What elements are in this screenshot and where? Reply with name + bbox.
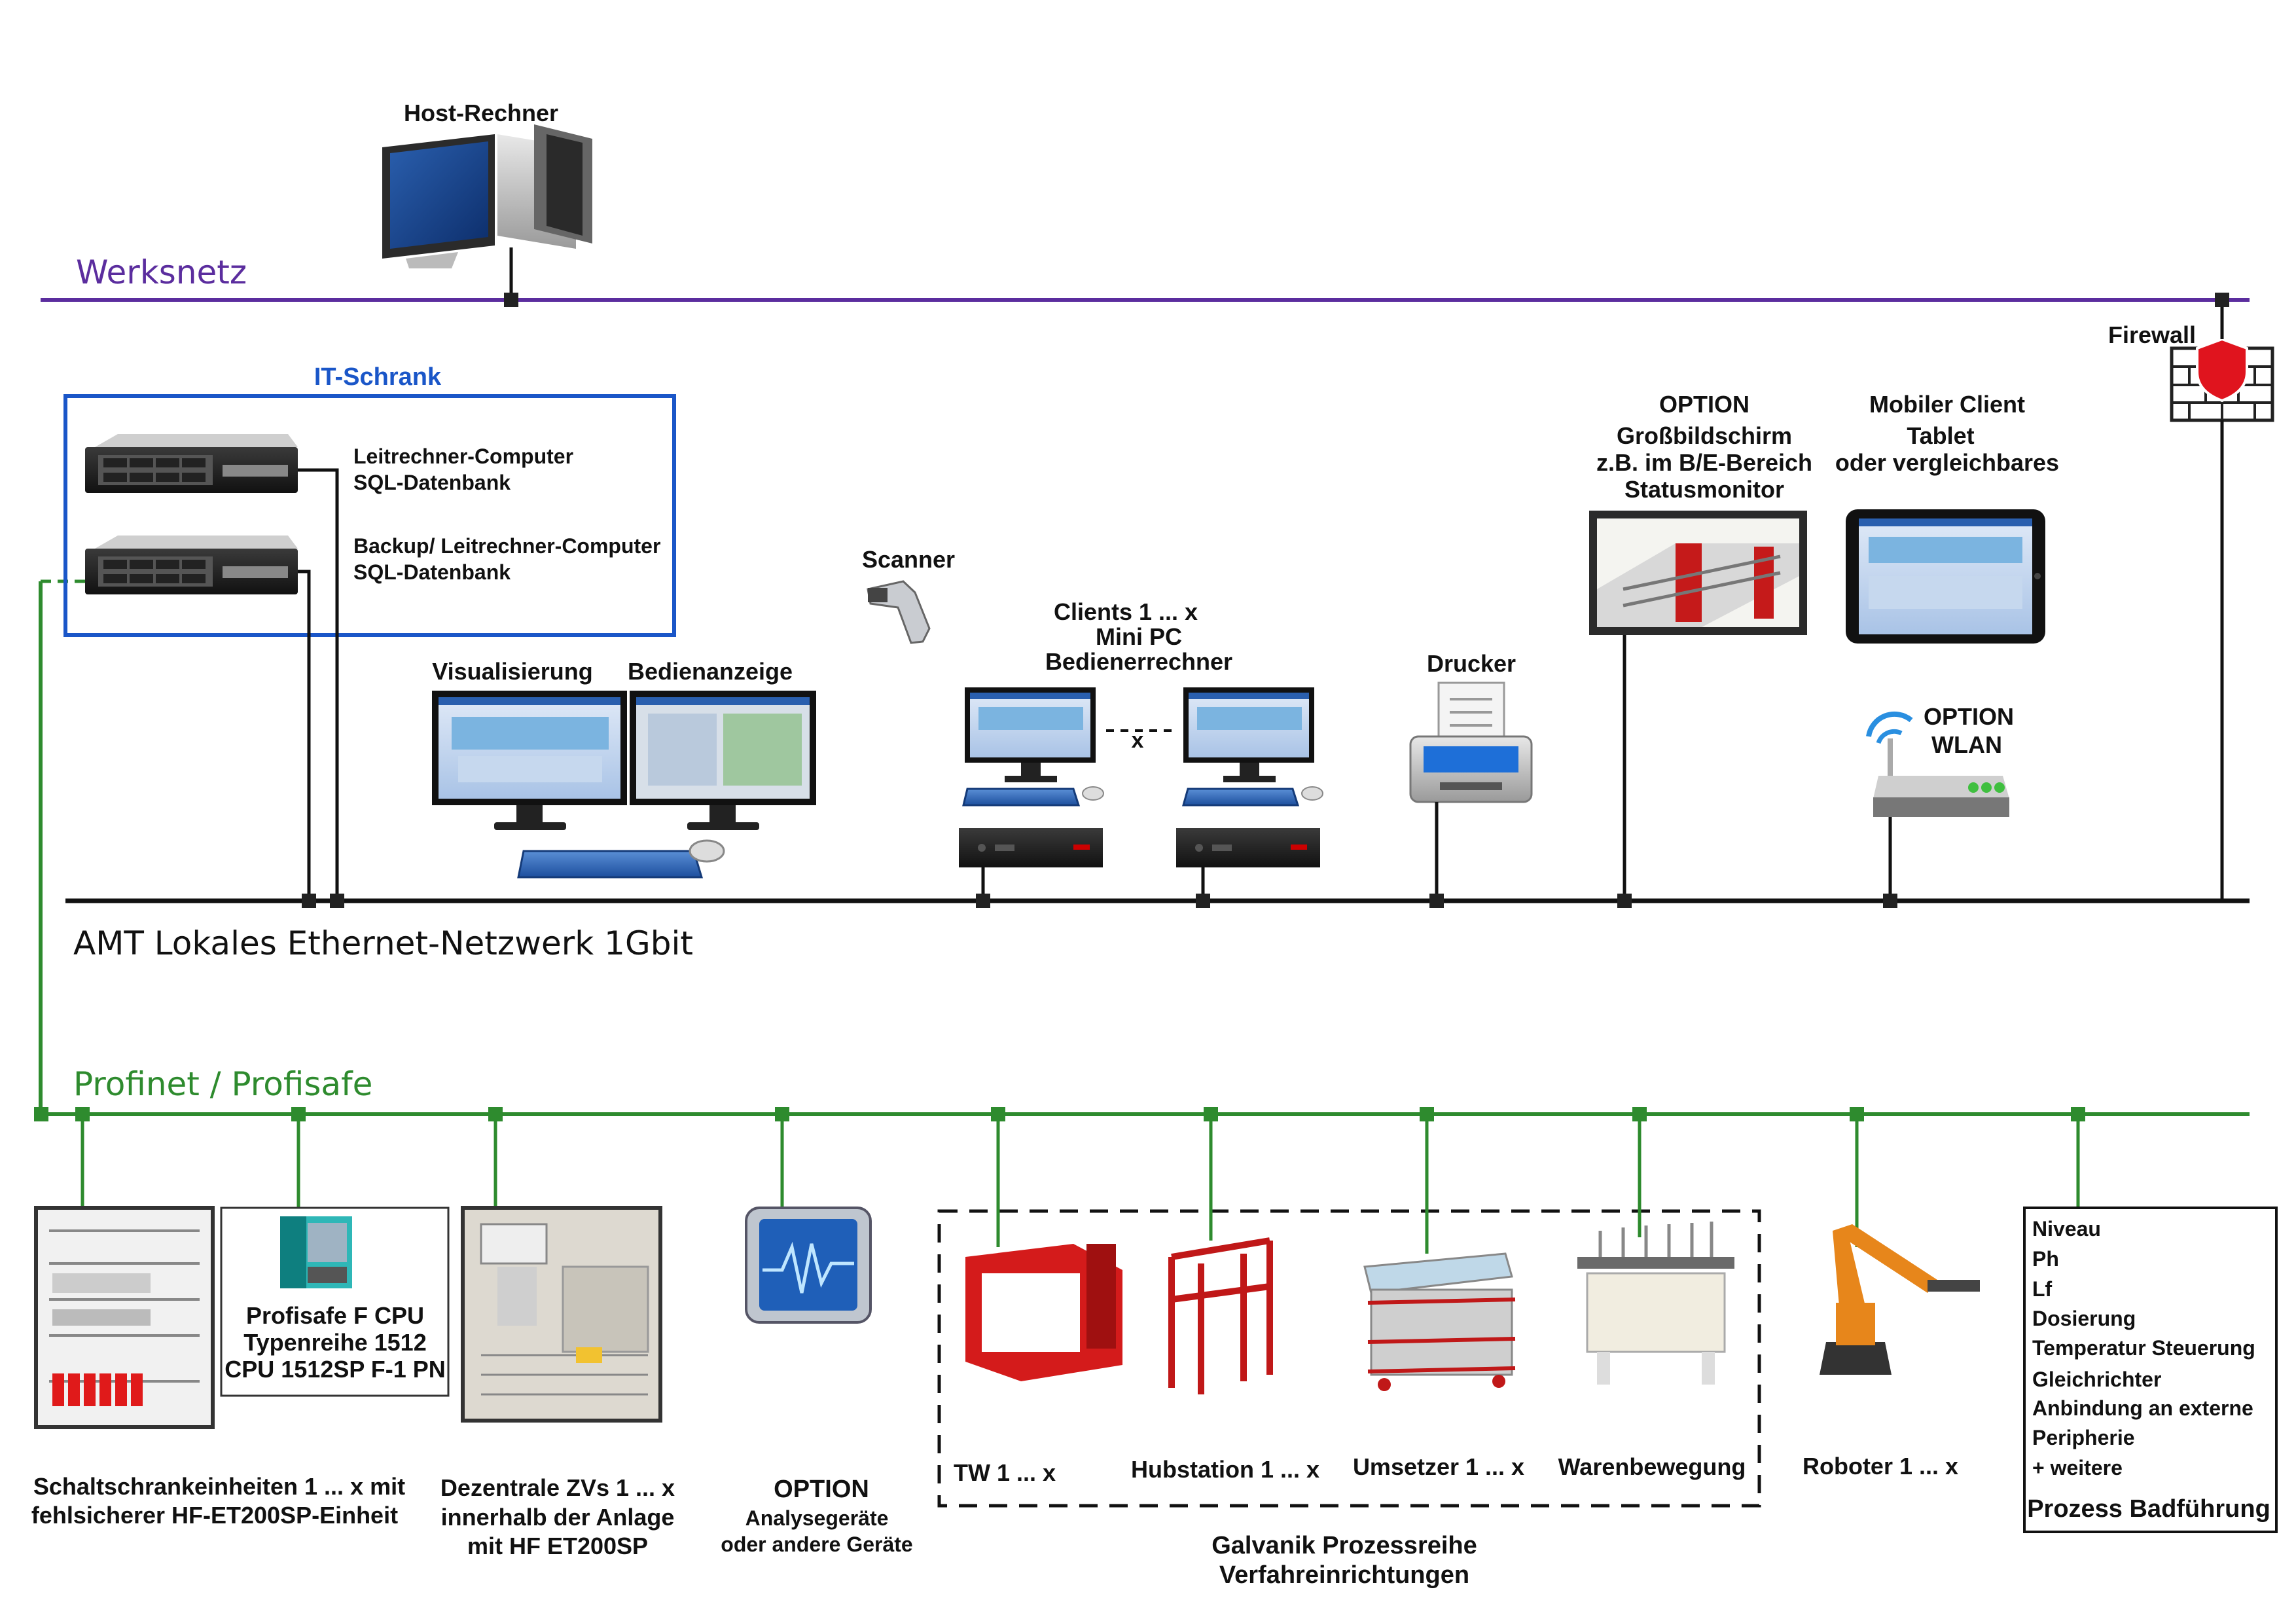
bigscreen-line3: z.B. im B/E-Bereich (1596, 449, 1812, 476)
clients-line2: Mini PC (1096, 623, 1182, 650)
visualisierung-workstation: Visualisierung Bedienanzeige (432, 658, 816, 879)
host-label: Host-Rechner (404, 100, 558, 126)
dezentral-line3: mit HF ET200SP (467, 1533, 648, 1559)
shield-icon (2196, 337, 2248, 403)
prozess-item-1: Ph (2032, 1247, 2059, 1271)
prozess-item-6: Anbindung an externe (2032, 1396, 2253, 1420)
prozess-box (2023, 1207, 2278, 1533)
ethernet-label: AMT Lokales Ethernet-Netzwerk 1Gbit (73, 924, 693, 962)
firewall: Firewall (2108, 293, 2274, 901)
bigscreen-line4: Statusmonitor (1624, 476, 1784, 503)
prozess-item-8: + weitere (2032, 1456, 2123, 1480)
server1-line2: SQL-Datenbank (353, 471, 511, 494)
tw-device: TW 1 ... x (954, 1107, 1122, 1486)
wlan-router: OPTION WLAN (1866, 703, 2014, 908)
warenbewegung-device: Warenbewegung (1558, 1107, 1746, 1480)
warenbewegung-label: Warenbewegung (1558, 1453, 1746, 1480)
scanner: Scanner (862, 546, 955, 644)
analyse-line1: OPTION (774, 1476, 869, 1503)
schaltschrank-unit: Schaltschrankeinheiten 1 ... x mit fehls… (31, 1107, 405, 1529)
wlan-line1: OPTION (1924, 703, 2014, 730)
firewall-label: Firewall (2108, 321, 2196, 348)
bedienanzeige-label: Bedienanzeige (628, 658, 793, 685)
server1-line1: Leitrechner-Computer (353, 445, 573, 468)
it-cabinet-frame (63, 394, 676, 637)
visualisierung-label: Visualisierung (432, 658, 592, 685)
dezentral-line1: Dezentrale ZVs 1 ... x (440, 1474, 675, 1501)
printer: Drucker (1409, 650, 1533, 908)
roboter-device: Roboter 1 ... x (1803, 1107, 1980, 1480)
cpu-line1: Profisafe F CPU (246, 1302, 424, 1329)
galvanik-line2: Verfahreinrichtungen (1219, 1561, 1469, 1589)
it-cabinet: IT-Schrank Leitrechner-Computer SQL-Date… (63, 363, 676, 908)
hubstation-label: Hubstation 1 ... x (1131, 1456, 1319, 1483)
prozess-badfuehrung: Niveau Ph Lf Dosierung Temperatur Steuer… (2023, 1107, 2278, 1533)
clients: Clients 1 ... x Mini PC Bedienerrechner … (959, 598, 1323, 908)
schaltschrank-line1: Schaltschrankeinheiten 1 ... x mit (33, 1473, 405, 1500)
server2-line2: SQL-Datenbank (353, 560, 511, 584)
wifi-signal-icon (1866, 711, 1913, 737)
prozess-item-0: Niveau (2032, 1217, 2101, 1241)
clients-line1: Clients 1 ... x (1054, 598, 1198, 625)
keyboard-icon (517, 850, 704, 879)
prozess-item-7: Peripherie (2032, 1426, 2135, 1449)
prozess-title: Prozess Badführung (2027, 1495, 2270, 1523)
clients-x-label: x (1132, 728, 1144, 753)
bigscreen-line2: Großbildschirm (1617, 422, 1792, 449)
cpu-line3: CPU 1512SP F-1 PN (224, 1356, 445, 1383)
umsetzer-device: Umsetzer 1 ... x (1353, 1107, 1524, 1480)
analysis-device: OPTION Analysegeräte oder andere Geräte (721, 1107, 913, 1556)
mobile-line1: Mobiler Client (1869, 391, 2025, 418)
server2-line1: Backup/ Leitrechner-Computer (353, 534, 660, 558)
werksnetz-label: Werksnetz (76, 253, 247, 291)
analyse-line2: Analysegeräte (745, 1506, 889, 1530)
bigscreen: OPTION Großbildschirm z.B. im B/E-Bereic… (1589, 391, 1812, 908)
scanner-label: Scanner (862, 546, 955, 573)
schaltschrank-line2: fehlsicherer HF-ET200SP-Einheit (31, 1502, 398, 1529)
it-cabinet-title: IT-Schrank (314, 363, 442, 391)
tw-label: TW 1 ... x (954, 1459, 1056, 1486)
mobile-line3: oder vergleichbares (1835, 449, 2059, 476)
cpu-line2: Typenreihe 1512 (243, 1329, 426, 1356)
prozess-item-5: Gleichrichter (2032, 1368, 2161, 1391)
server-leitrechner: Leitrechner-Computer SQL-Datenbank (85, 434, 573, 494)
prozess-item-2: Lf (2032, 1277, 2053, 1301)
client-pc-2 (1176, 687, 1323, 908)
prozess-item-3: Dosierung (2032, 1307, 2136, 1330)
mobile-line2: Tablet (1907, 422, 1974, 449)
galvanik-line1: Galvanik Prozessreihe (1211, 1532, 1477, 1559)
clients-line3: Bedienerrechner (1045, 648, 1232, 675)
hubstation-device: Hubstation 1 ... x (1131, 1107, 1319, 1483)
dezentral-line2: innerhalb der Anlage (441, 1504, 675, 1531)
wlan-line2: WLAN (1931, 731, 2002, 758)
mouse-icon (689, 839, 725, 863)
bigscreen-line1: OPTION (1659, 391, 1749, 418)
prozess-item-4: Temperatur Steuerung (2032, 1336, 2255, 1360)
profisafe-cpu: Profisafe F CPU Typenreihe 1512 CPU 1512… (220, 1107, 450, 1397)
umsetzer-label: Umsetzer 1 ... x (1353, 1453, 1524, 1480)
server-backup: Backup/ Leitrechner-Computer SQL-Datenba… (85, 534, 660, 594)
galvanik-group-box (937, 1209, 1761, 1508)
analyse-line3: oder andere Geräte (721, 1533, 912, 1556)
mobile-client: Mobiler Client Tablet oder vergleichbare… (1835, 391, 2059, 644)
dezentrale-zvs: Dezentrale ZVs 1 ... x innerhalb der Anl… (440, 1107, 675, 1559)
client-pc-1 (959, 687, 1104, 908)
roboter-label: Roboter 1 ... x (1803, 1453, 1958, 1480)
drucker-label: Drucker (1427, 650, 1516, 677)
profinet-label: Profinet / Profisafe (73, 1065, 372, 1103)
host-computer: Host-Rechner (382, 100, 592, 307)
